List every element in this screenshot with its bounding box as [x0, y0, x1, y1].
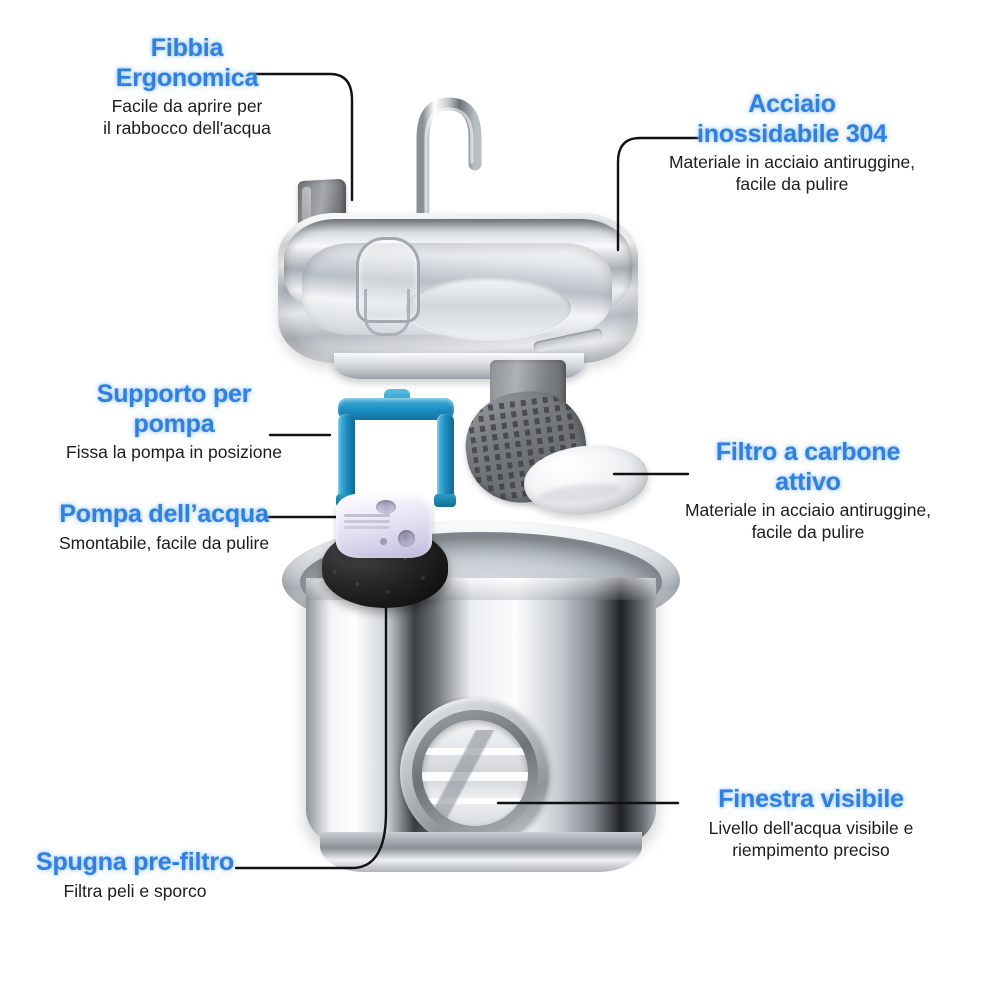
- bracket-foot-right: [434, 494, 456, 507]
- pump-screw-dot: [380, 538, 387, 545]
- callout-desc: Materiale in acciaio antiruggine, facile…: [684, 500, 932, 543]
- water-level-window: [400, 698, 550, 848]
- tank-bottom: [320, 832, 642, 872]
- window-ring: [412, 710, 538, 836]
- callout-carbon: Filtro a carbone attivo Materiale in acc…: [638, 438, 978, 544]
- spout-clip-lower-icon: [364, 289, 410, 336]
- callout-title: Filtro a carbone attivo: [715, 438, 901, 496]
- water-pump: [336, 494, 432, 558]
- callout-steel: Acciaio inossidabile 304 Materiale in ac…: [612, 90, 972, 196]
- callout-buckle: Fibbia Ergonomica Facile da aprire per i…: [52, 34, 322, 140]
- pump-intake-hole: [398, 530, 415, 547]
- callout-sponge: Spugna pre-filtro Filtra peli e sporco: [10, 848, 260, 902]
- callout-bracket: Supporto per pompa Fissa la pompa in pos…: [38, 380, 310, 463]
- callout-title: Fibbia Ergonomica: [115, 34, 259, 92]
- bracket-bar: [338, 398, 454, 420]
- pump-outlet-port: [376, 500, 396, 514]
- bracket-leg-left: [338, 414, 355, 506]
- window-glass: [422, 720, 528, 826]
- pump-label-lines: [344, 514, 390, 517]
- callout-window: Finestra visibile Livello dell'acqua vis…: [646, 785, 976, 861]
- stainless-lid-assembly: [278, 97, 638, 395]
- fountain-spout-icon: [416, 97, 482, 230]
- callout-title: Finestra visibile: [718, 785, 904, 813]
- callout-title: Spugna pre-filtro: [36, 848, 234, 876]
- callout-desc: Smontabile, facile da pulire: [58, 532, 270, 553]
- callout-desc: Facile da aprire per il rabbocco dell'ac…: [103, 96, 271, 139]
- window-reflection: [422, 730, 508, 826]
- callout-desc: Fissa la pompa in posizione: [66, 442, 282, 462]
- callout-desc: Livello dell'acqua visibile e riempiment…: [708, 817, 914, 860]
- callout-desc: Materiale in acciaio antiruggine, facile…: [668, 152, 916, 195]
- callout-pump: Pompa dell’acqua Smontabile, facile da p…: [24, 500, 304, 554]
- callout-title: Pompa dell’acqua: [59, 500, 269, 528]
- callout-title: Acciaio inossidabile 304: [697, 90, 887, 148]
- callout-desc: Filtra peli e sporco: [63, 880, 207, 901]
- bracket-leg-right: [437, 414, 454, 506]
- callout-title: Supporto per pompa: [96, 380, 252, 438]
- lid-drain-circle: [406, 277, 571, 339]
- pump-bracket: [336, 389, 456, 507]
